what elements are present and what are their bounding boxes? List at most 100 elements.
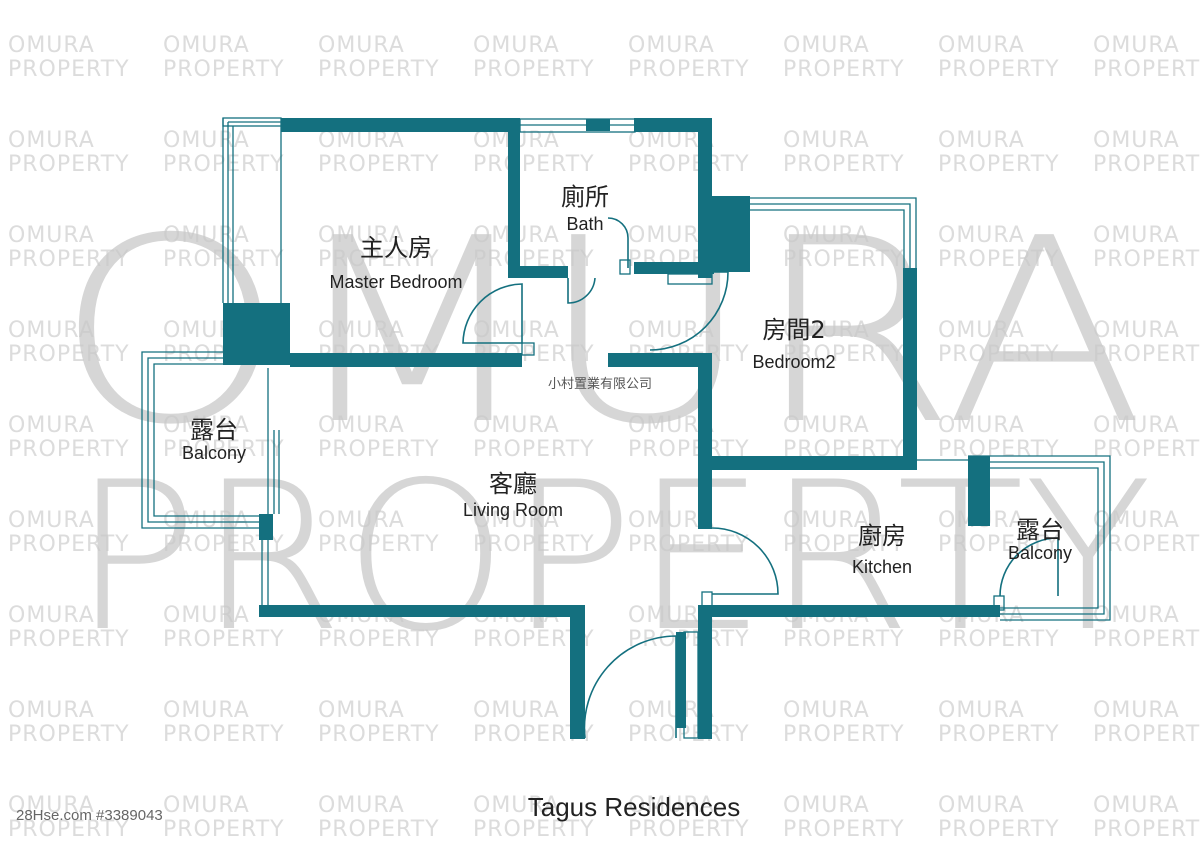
watermark-tile-property: PROPERTY [8,152,130,177]
watermark-tile-omura: OMURA [318,128,405,153]
watermark-tile-omura: OMURA [938,793,1025,818]
watermark-tile-property: PROPERTY [8,342,130,367]
watermark-tile-property: PROPERTY [1093,57,1200,82]
bedroom2-label-cn: 房間2 [762,316,825,344]
watermark-tile-property: PROPERTY [938,437,1060,462]
watermark-tile-omura: OMURA [1093,318,1180,343]
watermark-tile-omura: OMURA [318,223,405,248]
watermark-tile-omura: OMURA [938,223,1025,248]
watermark-tile-property: PROPERTY [1093,722,1200,747]
watermark-tile-omura: OMURA [1093,33,1180,58]
watermark-tile-property: PROPERTY [783,152,905,177]
watermark-tile-omura: OMURA [318,508,405,533]
watermark-tile-omura: OMURA [1093,793,1180,818]
watermark-tile-property: PROPERTY [628,152,750,177]
watermark-tile-property: PROPERTY [473,152,595,177]
watermark-tile-omura: OMURA [1093,413,1180,438]
watermark-tile-property: PROPERTY [8,532,130,557]
watermark-tile-omura: OMURA [938,698,1025,723]
watermark-tile-property: PROPERTY [318,627,440,652]
watermark-tile-omura: OMURA [163,223,250,248]
watermark-tile-omura: OMURA [783,318,870,343]
watermark-tile-omura: OMURA [8,318,95,343]
balcony-right-label-en: Balcony [1008,543,1072,563]
watermark-tile-omura: OMURA [473,33,560,58]
watermark-tile-omura: OMURA [783,33,870,58]
watermark-tile-property: PROPERTY [783,627,905,652]
watermark-tile-property: PROPERTY [938,817,1060,842]
company-name: 小村置業有限公司 [548,376,652,392]
watermark-tile-omura: OMURA [783,508,870,533]
doors [462,217,1059,739]
watermark-tile-property: PROPERTY [938,57,1060,82]
watermark-tile-omura: OMURA [8,33,95,58]
watermark-tile-omura: OMURA [163,33,250,58]
watermark-tile-property: PROPERTY [8,627,130,652]
bath-label-en: Bath [566,214,603,234]
watermark-tile-property: PROPERTY [783,532,905,557]
watermark-tile-property: PROPERTY [628,57,750,82]
watermark-tile-omura: OMURA [1093,698,1180,723]
watermark-tile-omura: OMURA [938,33,1025,58]
watermark-tile-property: PROPERTY [318,437,440,462]
watermark-tile-property: PROPERTY [938,627,1060,652]
watermark-tile-omura: OMURA [473,413,560,438]
watermark-tile-property: PROPERTY [628,817,750,842]
watermark-tile-property: PROPERTY [318,57,440,82]
watermark-tile-property: PROPERTY [318,532,440,557]
watermark-tile-omura: OMURA [1093,128,1180,153]
kitchen-label-cn: 廚房 [858,522,906,550]
watermark-tile-property: PROPERTY [318,817,440,842]
watermark-tile-omura: OMURA [163,698,250,723]
watermark-tile-omura: OMURA [783,128,870,153]
watermark-tile-omura: OMURA [8,223,95,248]
watermark-tile-omura: OMURA [473,318,560,343]
living-room-label-en: Living Room [463,500,563,520]
watermark-tile-property: PROPERTY [163,817,285,842]
watermark-tile-property: PROPERTY [318,152,440,177]
balcony-left-label-en: Balcony [182,443,246,463]
living-room-label-cn: 客廳 [489,470,537,498]
watermark-tile-property: PROPERTY [318,722,440,747]
watermark-tile-omura: OMURA [783,413,870,438]
watermark-tile-omura: OMURA [318,33,405,58]
room-labels: 主人房 Master Bedroom 廁所 Bath 房間2 Bedroom2 … [182,183,1072,577]
watermark-tile-omura: OMURA [318,318,405,343]
watermark-tile-omura: OMURA [318,698,405,723]
watermark-tile-property: PROPERTY [783,342,905,367]
watermark-tile-omura: OMURA [163,128,250,153]
watermark-tile-property: PROPERTY [8,722,130,747]
watermark-tile-property: PROPERTY [8,57,130,82]
watermark-tile-property: PROPERTY [473,817,595,842]
watermark-tile-property: PROPERTY [1093,817,1200,842]
watermark-tile-omura: OMURA [8,128,95,153]
watermark-tile-omura: OMURA [783,793,870,818]
watermark-tile-omura: OMURA [938,318,1025,343]
watermark-tile-omura: OMURA [473,508,560,533]
watermark-tile-property: PROPERTY [1093,342,1200,367]
watermark-tile-property: PROPERTY [473,437,595,462]
watermark-tile-property: PROPERTY [163,57,285,82]
balcony-left-label-cn: 露台 [190,416,238,444]
watermark-tile-property: PROPERTY [938,532,1060,557]
watermark-tile-property: PROPERTY [163,722,285,747]
watermark-tile-omura: OMURA [318,793,405,818]
watermark-tile-property: PROPERTY [783,817,905,842]
watermark-tile-property: PROPERTY [628,532,750,557]
watermark-tile-property: PROPERTY [938,152,1060,177]
watermark-tile-omura: OMURA [8,603,95,628]
watermark-tile-property: PROPERTY [318,247,440,272]
watermark-tile-property: PROPERTY [473,57,595,82]
watermark-tile-property: PROPERTY [8,437,130,462]
watermark-tile-property: PROPERTY [1093,247,1200,272]
bedroom2-label-en: Bedroom2 [752,352,835,372]
watermark-tiles: OMURAPROPERTYOMURAPROPERTYOMURAPROPERTYO… [8,33,1200,842]
watermark-tile-omura: OMURA [473,698,560,723]
watermark-tile-omura: OMURA [163,793,250,818]
watermark-tile-omura: OMURA [938,413,1025,438]
watermark-tile-property: PROPERTY [938,342,1060,367]
watermark-tile-omura: OMURA [8,413,95,438]
watermark-tile-omura: OMURA [628,33,715,58]
kitchen-label-en: Kitchen [852,557,912,577]
